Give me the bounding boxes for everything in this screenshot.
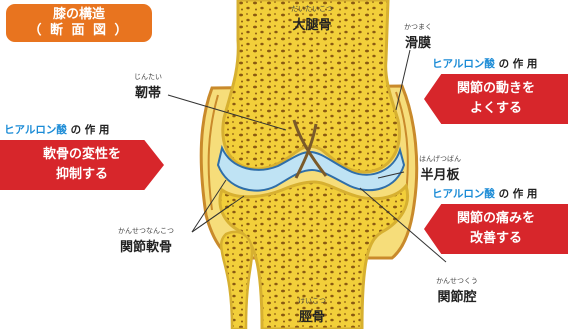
cartilage-label: かんせつなんこつ 関節軟骨 [100,226,192,255]
right-bottom-effect-line1: 関節の痛みを [424,209,568,229]
right-top-effect-suffix: の 作 用 [499,58,538,70]
synovium-text: 滑膜 [392,32,444,51]
right-top-effect-box: 関節の動きを よくする [424,74,568,124]
femur-text: 大腿骨 [262,14,362,33]
left-effect-hyaluronic: ヒアルロン酸 [4,124,67,136]
cavity-furigana: かんせつくう [420,276,494,286]
synovium-label: かつまく 滑膜 [392,22,444,51]
ligament-text: 靭帯 [118,82,178,101]
right-bottom-effect-hyaluronic: ヒアルロン酸 [432,188,495,200]
synovium-furigana: かつまく [392,22,444,32]
title-sub: （ 断 面 図 ） [6,23,152,39]
left-effect-heading: ヒアルロン酸 の 作 用 [4,122,109,137]
meniscus-furigana: はんげつばん [402,154,478,164]
right-bottom-effect-line2: 改善する [424,229,568,249]
right-top-effect-hyaluronic: ヒアルロン酸 [432,58,495,70]
left-effect-box: 軟骨の変性を 抑制する [0,140,164,190]
ligament-furigana: じんたい [118,72,178,82]
right-top-effect-heading: ヒアルロン酸 の 作 用 [432,56,537,71]
title-main: 膝の構造 [6,7,152,23]
right-bottom-effect-box: 関節の痛みを 改善する [424,204,568,254]
right-top-effect-line1: 関節の動きを [424,79,568,99]
left-effect-line2: 抑制する [0,165,164,185]
title-badge: 膝の構造 （ 断 面 図 ） [6,4,152,42]
left-effect-line1: 軟骨の変性を [0,145,164,165]
ligament-label: じんたい 靭帯 [118,72,178,101]
right-bottom-effect-suffix: の 作 用 [499,188,538,200]
tibia-furigana: けいこつ [284,296,340,306]
left-effect-suffix: の 作 用 [71,124,110,136]
femur-furigana: だいたいこつ [262,4,362,14]
fibula-bone [221,232,252,329]
right-bottom-effect-heading: ヒアルロン酸 の 作 用 [432,186,537,201]
cavity-label: かんせつくう 関節腔 [420,276,494,305]
tibia-label: けいこつ 脛骨 [284,296,340,325]
femur-label: だいたいこつ 大腿骨 [262,4,362,33]
cartilage-furigana: かんせつなんこつ [100,226,192,236]
cavity-text: 関節腔 [420,286,494,305]
tibia-text: 脛骨 [284,306,340,325]
right-top-effect-line2: よくする [424,99,568,119]
meniscus-text: 半月板 [402,164,478,183]
cartilage-text: 関節軟骨 [100,236,192,255]
meniscus-label: はんげつばん 半月板 [402,154,478,183]
